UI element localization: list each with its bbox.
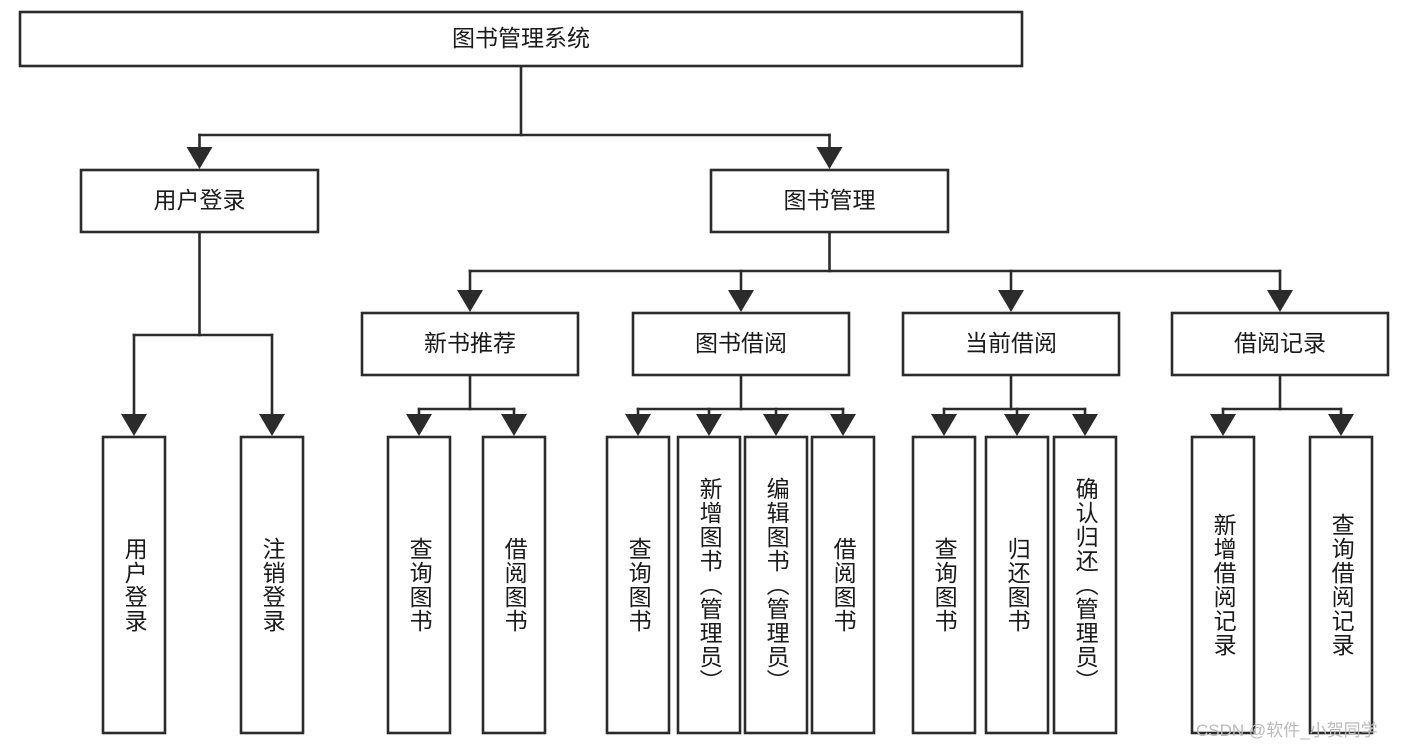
node-box-leaf-query-record[interactable] (1308, 435, 1374, 735)
node-box-leaf-borrow-book-1[interactable] (481, 435, 547, 735)
node-box-borrow-record[interactable] (1170, 311, 1390, 377)
node-label-current-borrow: 当前借阅 (965, 330, 1057, 356)
nodes-layer (18, 10, 1390, 735)
node-box-leaf-add-book[interactable] (676, 435, 742, 735)
node-label-borrow-record: 借阅记录 (1234, 330, 1326, 356)
node-box-book-borrow[interactable] (631, 311, 851, 377)
node-box-leaf-return-book[interactable] (984, 435, 1050, 735)
node-box-root[interactable] (18, 10, 1024, 68)
node-box-leaf-confirm-return[interactable] (1052, 435, 1118, 735)
node-box-new-book-recommend[interactable] (360, 311, 580, 377)
node-box-leaf-query-book-3[interactable] (911, 435, 977, 735)
node-label-root: 图书管理系统 (452, 25, 590, 51)
node-box-leaf-user-login[interactable] (101, 435, 167, 735)
node-box-leaf-query-book-2[interactable] (605, 435, 671, 735)
node-box-leaf-query-book-1[interactable] (386, 435, 452, 735)
node-box-leaf-add-record[interactable] (1190, 435, 1256, 735)
node-box-leaf-user-logout[interactable] (239, 435, 305, 735)
connectors-layer (121, 64, 1354, 436)
node-label-book-manage: 图书管理 (784, 187, 876, 213)
node-box-book-manage[interactable] (709, 168, 950, 234)
node-box-leaf-edit-book[interactable] (743, 435, 809, 735)
node-label-new-book-recommend: 新书推荐 (424, 330, 516, 356)
node-box-current-borrow[interactable] (901, 311, 1121, 377)
node-label-user-login: 用户登录 (154, 187, 246, 213)
csdn-watermark: CSDN @软件_小贺同学 (1196, 721, 1378, 740)
node-box-leaf-borrow-book-2[interactable] (810, 435, 876, 735)
node-label-book-borrow: 图书借阅 (695, 330, 787, 356)
node-box-user-login[interactable] (79, 168, 320, 234)
